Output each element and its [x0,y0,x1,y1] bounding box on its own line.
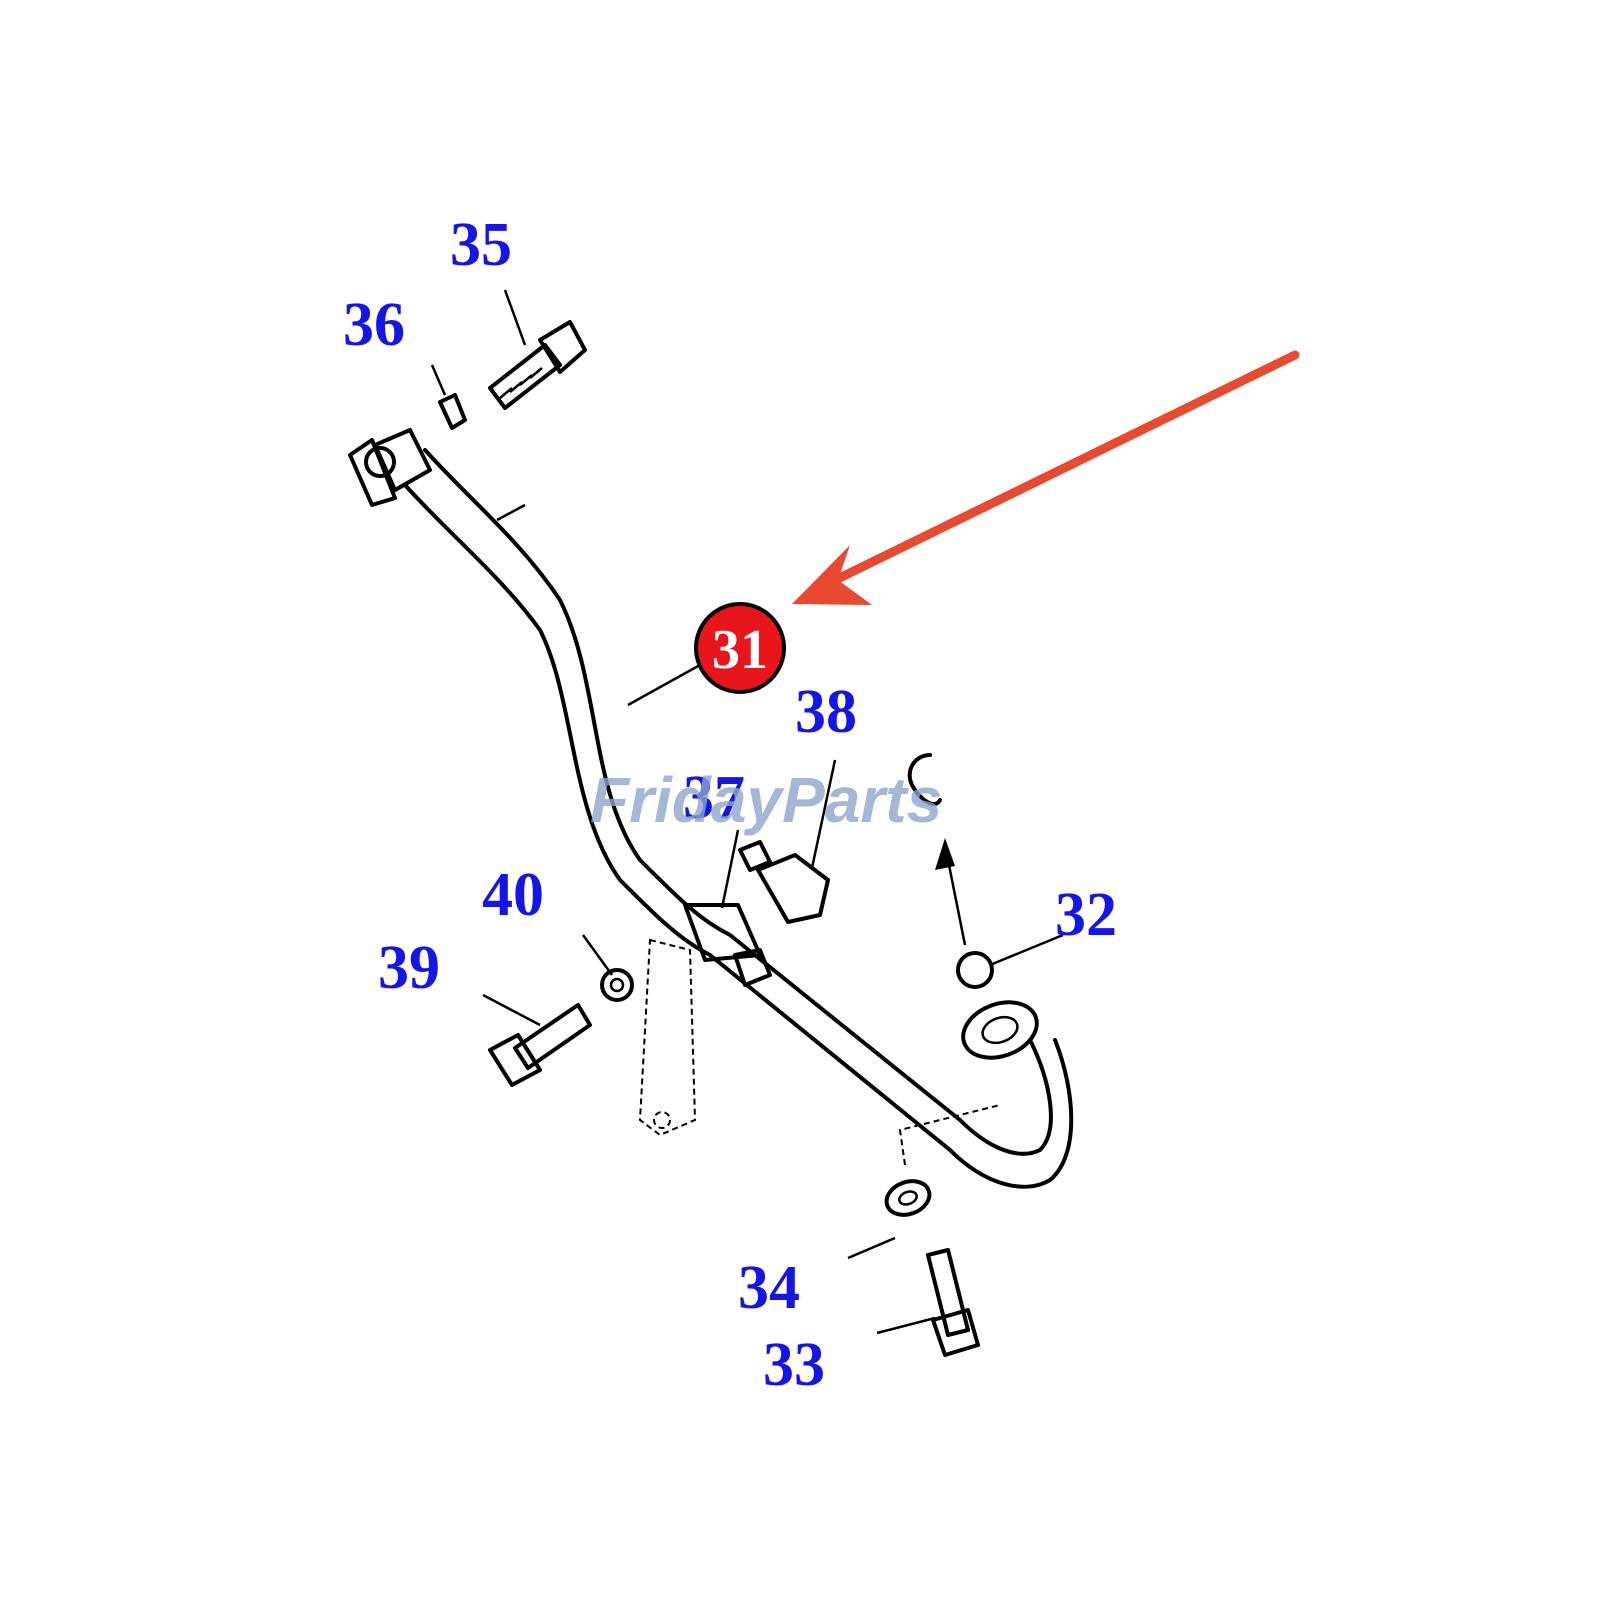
bolt-33-icon [926,1248,980,1357]
ring-32-icon [907,753,994,989]
washer-36-icon [438,393,467,430]
nut-40-icon [600,968,634,1002]
callout-35: 35 [450,211,512,279]
callout-31-highlight: 31 [694,602,786,694]
callout-39: 39 [378,934,440,1002]
bolt-39-icon [488,1003,592,1087]
callout-31: 31 [712,619,768,681]
bolt-35-icon [488,320,587,410]
watermark-logo: FridayParts [590,764,942,836]
highlight-arrow [792,350,1300,605]
washer-34-icon [884,1179,932,1217]
pipe-assembly [348,428,1074,1189]
callout-32: 32 [1055,881,1117,949]
callout-36: 36 [343,291,405,359]
callout-38: 38 [795,678,857,746]
leader-lines [430,289,1064,1335]
bracket-icon [638,938,697,1137]
callout-34: 34 [738,1254,800,1322]
callout-40: 40 [482,861,544,929]
callout-33: 33 [763,1331,825,1399]
callout-37: 37 [683,764,745,832]
clamp-38-icon [738,840,830,924]
